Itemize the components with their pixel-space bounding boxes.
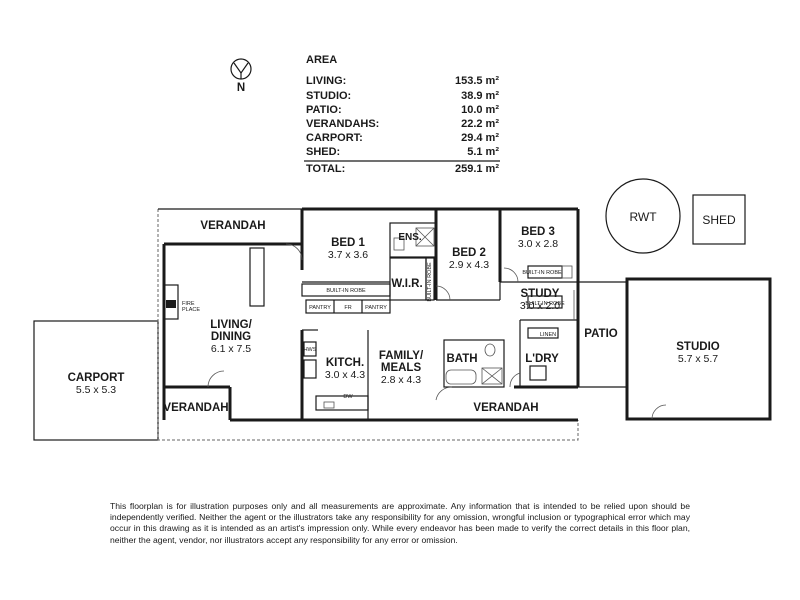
room-label-bed2: BED 2 (452, 247, 486, 259)
verandah-outline (157, 209, 579, 441)
shower-bath-icon (481, 367, 503, 385)
bath-walls (443, 339, 505, 388)
fireplace (163, 284, 179, 320)
dishwasher-label: DW (343, 394, 353, 400)
room-label-living-2: DINING (211, 331, 251, 343)
area-schedule: AREA LIVING: 153.5 m² STUDIO: 38.9 m² PA… (304, 54, 500, 175)
door-living (207, 370, 225, 388)
room-label-bath: BATH (446, 353, 477, 365)
fireplace-label-1: FIRE (182, 301, 195, 307)
room-label-ens: ENS. (398, 232, 422, 243)
room-label-family-2: MEALS (381, 362, 422, 374)
area-value-carport: 29.4 m² (461, 132, 499, 144)
disclaimer-text: This floorplan is for illustration purpo… (110, 501, 690, 545)
hws-label: HWS (304, 347, 317, 353)
door-verandah (285, 243, 303, 261)
patio (578, 281, 627, 388)
carport: CARPORT 5.5 x 5.3 (33, 320, 159, 441)
room-dims-kitch: 3.0 x 4.3 (325, 369, 365, 381)
compass-label: N (237, 82, 245, 94)
room-label-verandah-top: VERANDAH (200, 220, 265, 232)
room-label-living: LIVING/ (210, 319, 252, 331)
area-value-total: 259.1 m² (455, 163, 499, 175)
ensuite-walls (389, 222, 437, 258)
room-label-verandah-bottom: VERANDAH (473, 402, 538, 414)
room-label-bed3: BED 3 (521, 226, 555, 238)
room-label-verandah-left: VERANDAH (163, 402, 228, 414)
room-dims-bed2: 2.9 x 4.3 (449, 259, 489, 271)
room-dims-bed3: 3.0 x 2.8 (518, 238, 558, 250)
area-label-shed: SHED: (306, 146, 340, 158)
room-label-bed1: BED 1 (331, 237, 365, 249)
room-dims-bed1: 3.7 x 3.6 (328, 249, 368, 261)
builtin-robe-study (527, 295, 563, 309)
area-label-patio: PATIO: (306, 104, 342, 116)
builtin-robe-bed2 (425, 257, 435, 301)
area-label-total: TOTAL: (306, 163, 345, 175)
area-label-studio: STUDIO: (306, 90, 351, 102)
door-studio (651, 404, 667, 420)
room-dims-study: 3.0 x 2.0 (520, 300, 560, 312)
toilet-bath-icon (484, 343, 496, 357)
pantry-row (305, 299, 391, 314)
robe-label-bed3: BUILT-IN ROBE (522, 270, 562, 276)
rwt-tank (605, 178, 681, 254)
door-family (435, 386, 453, 401)
area-value-patio: 10.0 m² (461, 104, 499, 116)
room-label-family: FAMILY/ (379, 350, 424, 362)
bathtub-icon (445, 369, 477, 385)
linen-label: LINEN (540, 332, 556, 338)
room-label-wir: W.I.R. (391, 278, 422, 290)
room-label-kitch: KITCH. (326, 357, 364, 369)
house-walls: BUILT-IN ROBE PANTRY FR PANTRY HWS DW BU… (158, 207, 580, 422)
area-value-verandahs: 22.2 m² (461, 118, 499, 130)
pantry-label-1: PANTRY (309, 305, 331, 311)
robe-label-bed1: BUILT-IN ROBE (326, 288, 366, 294)
stove (303, 359, 317, 379)
area-value-studio: 38.9 m² (461, 90, 499, 102)
room-label-ldry: L'DRY (525, 353, 559, 365)
toilet-icon (393, 237, 405, 251)
area-label-carport: CARPORT: (306, 132, 363, 144)
pantry-label-2: PANTRY (365, 305, 387, 311)
fireplace-label-2: PLACE (182, 307, 200, 313)
hws-unit (303, 341, 317, 357)
room-label-patio: PATIO (584, 328, 617, 340)
laundry-tub (529, 365, 547, 381)
shed (692, 194, 746, 245)
door-laundry (509, 372, 521, 388)
room-dims-carport: 5.5 x 5.3 (76, 384, 116, 396)
area-label-verandahs: VERANDAHS: (306, 118, 379, 130)
door-bed3 (503, 267, 519, 283)
room-label-study: STUDY (521, 288, 560, 300)
area-label-living: LIVING: (306, 75, 346, 87)
compass-arrow-icon (233, 62, 249, 75)
studio (625, 277, 772, 421)
room-dims-studio: 5.7 x 5.7 (678, 353, 718, 365)
north-compass: N (230, 58, 252, 94)
room-label-shed: SHED (702, 213, 736, 227)
robe-label-study: BUILT-IN ROBE (525, 301, 565, 307)
room-label-studio: STUDIO (676, 341, 720, 353)
fireplace-hearth (166, 300, 176, 308)
room-dims-family: 2.8 x 4.3 (381, 374, 421, 386)
area-title: AREA (306, 54, 337, 66)
area-value-shed: 5.1 m² (467, 146, 499, 158)
robe-label-bed2: BUILT-IN ROBE (427, 262, 433, 302)
bench (249, 247, 265, 307)
room-label-rwt: RWT (629, 210, 657, 224)
fridge-label: FR (344, 305, 351, 311)
area-value-living: 153.5 m² (455, 75, 499, 87)
shower-icon (415, 227, 435, 247)
room-dims-living: 6.1 x 7.5 (211, 343, 251, 355)
door-bed2 (435, 285, 451, 301)
room-label-carport: CARPORT (68, 372, 125, 384)
linen-cupboard (527, 327, 559, 339)
